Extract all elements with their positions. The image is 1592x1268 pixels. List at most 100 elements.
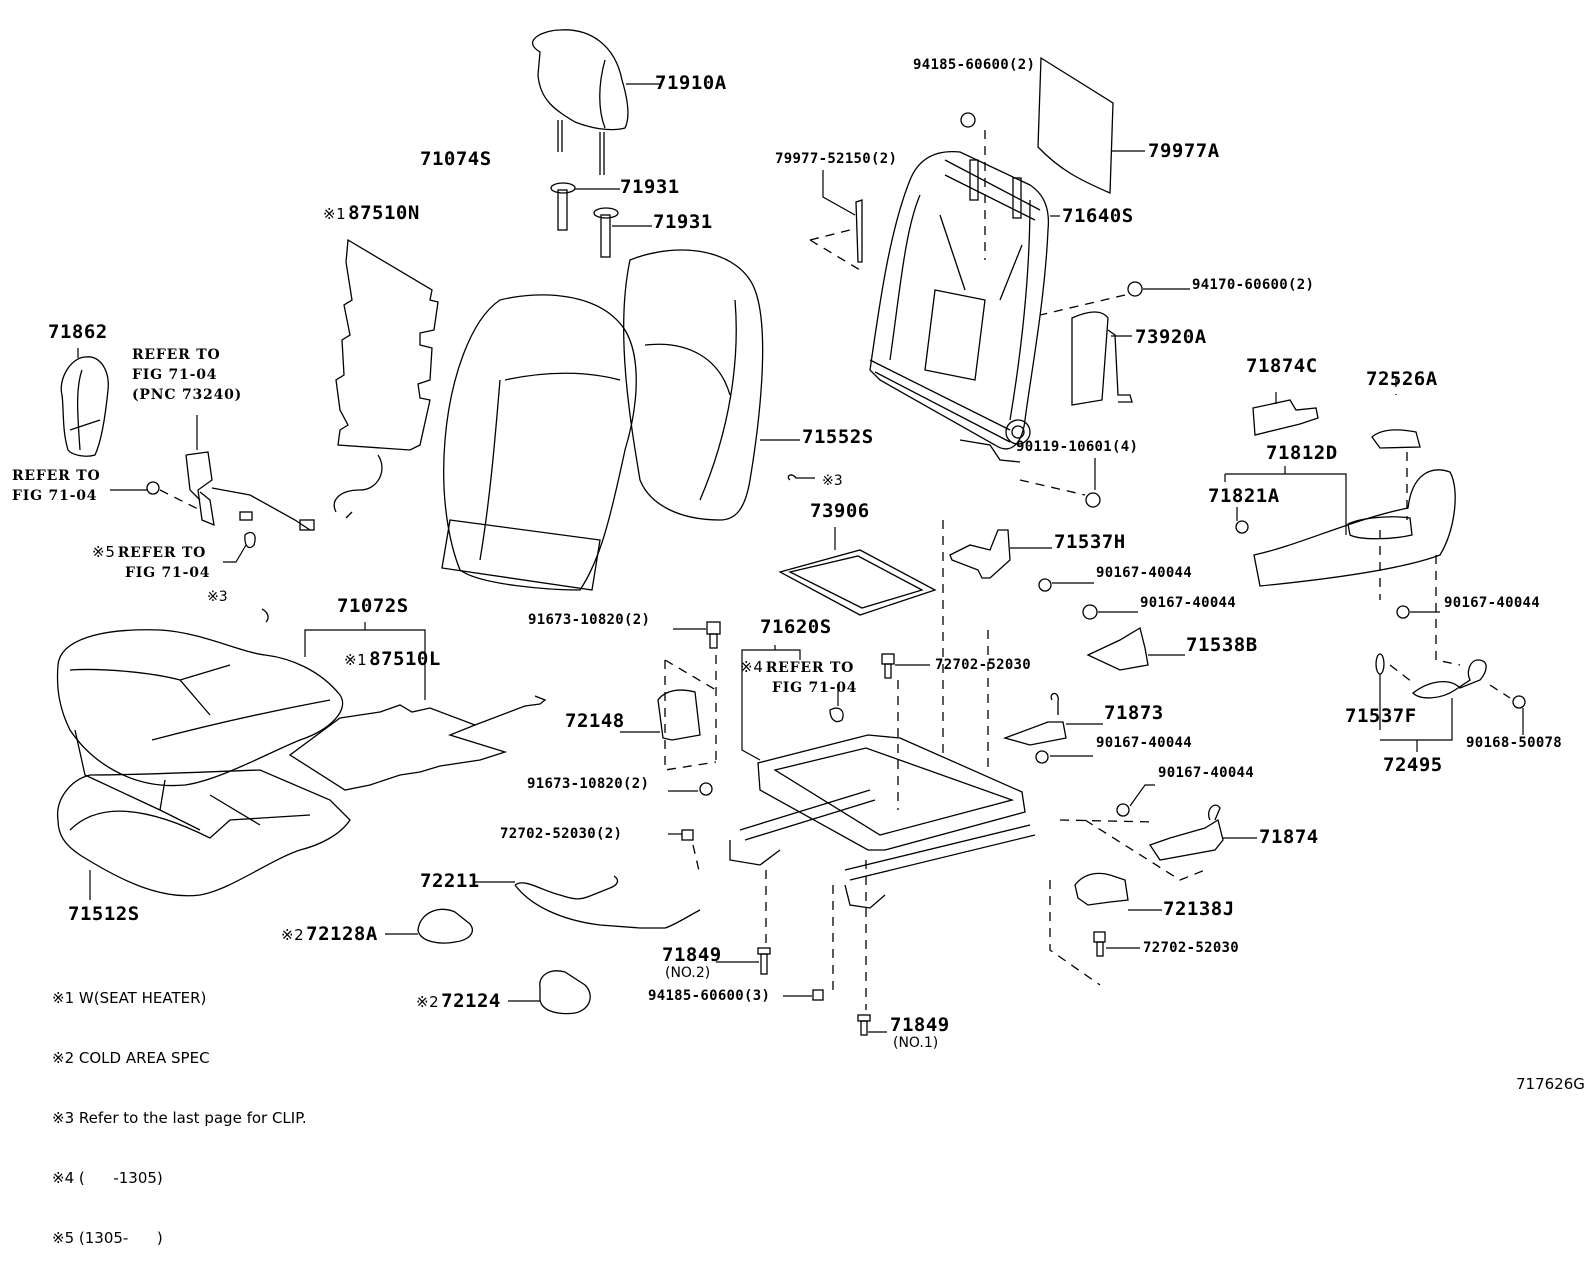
footnote-2: ※2 COLD AREA SPEC <box>52 1049 210 1067</box>
part-label-71849-no1[interactable]: 71849 <box>890 1014 950 1036</box>
seatback-cover-illustration <box>441 249 800 591</box>
part-label-71537H[interactable]: 71537H <box>1054 531 1126 553</box>
part-number: 87510L <box>369 648 441 670</box>
refer-note-seatbelt[interactable]: REFER TO FIG 71-04 (PNC 73240) <box>132 345 242 405</box>
seatback-board-illustration <box>1037 56 1145 194</box>
bracket-illustration <box>620 621 721 876</box>
part-label-71072S[interactable]: 71072S <box>337 595 409 617</box>
side-cover-illustration <box>1224 378 1461 666</box>
part-label-71821A[interactable]: 71821A <box>1208 485 1280 507</box>
figure-id: 717626G <box>1516 1075 1585 1093</box>
cover-lower-illustration <box>1049 784 1257 986</box>
refer-line: REFER TO <box>12 468 101 484</box>
refer-note-bolt[interactable]: REFER TO FIG 71-04 <box>12 466 100 506</box>
part-label-71873[interactable]: 71873 <box>1104 702 1164 724</box>
part-sublabel-no2: (NO.2) <box>665 965 711 981</box>
refer-line: (PNC 73240) <box>132 387 243 403</box>
part-label-71862[interactable]: 71862 <box>48 321 108 343</box>
refer-line: REFER TO <box>765 660 855 676</box>
part-label-94185-60600-3[interactable]: 94185-60600(3) <box>648 988 771 1004</box>
note-marker-1: ※1 <box>344 651 368 669</box>
part-label-72211[interactable]: 72211 <box>420 870 480 892</box>
part-label-71512S[interactable]: 71512S <box>68 903 140 925</box>
seat-cushion-illustration <box>56 629 351 900</box>
refer-line: REFER TO <box>132 347 221 363</box>
footnote-legend: ※1 W(SEAT HEATER) ※2 COLD AREA SPEC ※3 R… <box>52 948 307 1268</box>
footnote-5: ※5 (1305- ) <box>52 1229 163 1247</box>
side-airbag-illustration <box>1039 281 1190 406</box>
headrest-guide-illustration <box>550 182 652 258</box>
part-label-90167-40044-c[interactable]: 90167-40044 <box>1444 595 1541 611</box>
part-label-90167-40044-d[interactable]: 90167-40044 <box>1096 735 1193 751</box>
part-label-71874[interactable]: 71874 <box>1259 826 1319 848</box>
part-label-71640S[interactable]: 71640S <box>1062 205 1134 227</box>
part-label-91673-10820-bottom[interactable]: 91673-10820(2) <box>527 776 650 792</box>
part-label-72495[interactable]: 72495 <box>1383 754 1443 776</box>
handle-illustration <box>1375 605 1526 752</box>
part-label-90167-40044-e[interactable]: 90167-40044 <box>1158 765 1255 781</box>
bolt-illustration <box>1019 458 1101 508</box>
clip-marker-3: ※3 <box>207 589 228 605</box>
part-label-71074S[interactable]: 71074S <box>420 148 492 170</box>
refer-line: FIG 71-04 <box>125 565 211 581</box>
part-label-72138J[interactable]: 72138J <box>1163 898 1235 920</box>
recliner-cover-illustration <box>942 520 1185 764</box>
part-label-71552S[interactable]: 71552S <box>802 426 874 448</box>
part-label-71849-no2[interactable]: 71849 <box>662 944 722 966</box>
seatback-frame-illustration <box>869 112 1060 463</box>
seatback-heater-mat-illustration <box>333 238 439 519</box>
part-label-71874C[interactable]: 71874C <box>1246 355 1318 377</box>
part-sublabel-no1: (NO.1) <box>893 1035 939 1051</box>
part-label-71537F[interactable]: 71537F <box>1345 705 1417 727</box>
part-label-73906[interactable]: 73906 <box>810 500 870 522</box>
part-label-71538B[interactable]: 71538B <box>1186 634 1258 656</box>
headrest-illustration <box>532 29 660 175</box>
part-label-79977A[interactable]: 79977A <box>1148 140 1220 162</box>
part-label-94170-60600[interactable]: 94170-60600(2) <box>1192 277 1315 293</box>
part-label-71931-lower[interactable]: 71931 <box>653 211 713 233</box>
part-label-71910A[interactable]: 71910A <box>655 72 727 94</box>
part-label-72526A[interactable]: 72526A <box>1366 368 1438 390</box>
part-label-90168-50078[interactable]: 90168-50078 <box>1466 735 1563 751</box>
footnote-4: ※4 ( -1305) <box>52 1169 163 1187</box>
belt-cover-illustration <box>60 348 109 457</box>
part-label-71620S[interactable]: 71620S <box>760 616 832 638</box>
part-label-90167-40044-a[interactable]: 90167-40044 <box>1096 565 1193 581</box>
footnote-1: ※1 W(SEAT HEATER) <box>52 989 207 1007</box>
part-label-71931-upper[interactable]: 71931 <box>620 176 680 198</box>
seat-mat-illustration <box>778 474 937 616</box>
note-marker-4: ※4 <box>740 658 764 676</box>
refer-line: FIG 71-04 <box>772 680 858 696</box>
footnote-3: ※3 Refer to the last page for CLIP. <box>52 1109 307 1127</box>
diagram-artwork <box>56 29 1526 1036</box>
refer-line: REFER TO <box>117 545 207 561</box>
part-label-72702-52030-c[interactable]: 72702-52030 <box>1143 940 1240 956</box>
part-label-73920A[interactable]: 73920A <box>1135 326 1207 348</box>
part-label-72702-52030-a[interactable]: 72702-52030 <box>935 657 1032 673</box>
note-marker-2: ※2 <box>281 926 305 944</box>
cushion-heater-mat-illustration <box>261 608 547 791</box>
release-wire-illustration <box>475 875 701 929</box>
part-label-71812D[interactable]: 71812D <box>1266 442 1338 464</box>
part-label-79977-52150[interactable]: 79977-52150(2) <box>775 151 898 167</box>
pin-illustration <box>716 860 887 1036</box>
note-marker-5: ※5 <box>92 543 116 561</box>
part-number: 72124 <box>441 990 501 1012</box>
cover-cold-illustration <box>385 908 591 1015</box>
clip-illustration <box>809 170 863 271</box>
note-marker-2: ※2 <box>416 993 440 1011</box>
part-label-72148[interactable]: 72148 <box>565 710 625 732</box>
part-label-90119-10601[interactable]: 90119-10601(4) <box>1016 439 1139 455</box>
part-label-94185-60600-2[interactable]: 94185-60600(2) <box>913 57 1036 73</box>
part-label-91673-10820-top[interactable]: 91673-10820(2) <box>528 612 651 628</box>
refer-line: FIG 71-04 <box>132 367 218 383</box>
part-label-90167-40044-b[interactable]: 90167-40044 <box>1140 595 1237 611</box>
part-label-72702-52030-2[interactable]: 72702-52030(2) <box>500 826 623 842</box>
